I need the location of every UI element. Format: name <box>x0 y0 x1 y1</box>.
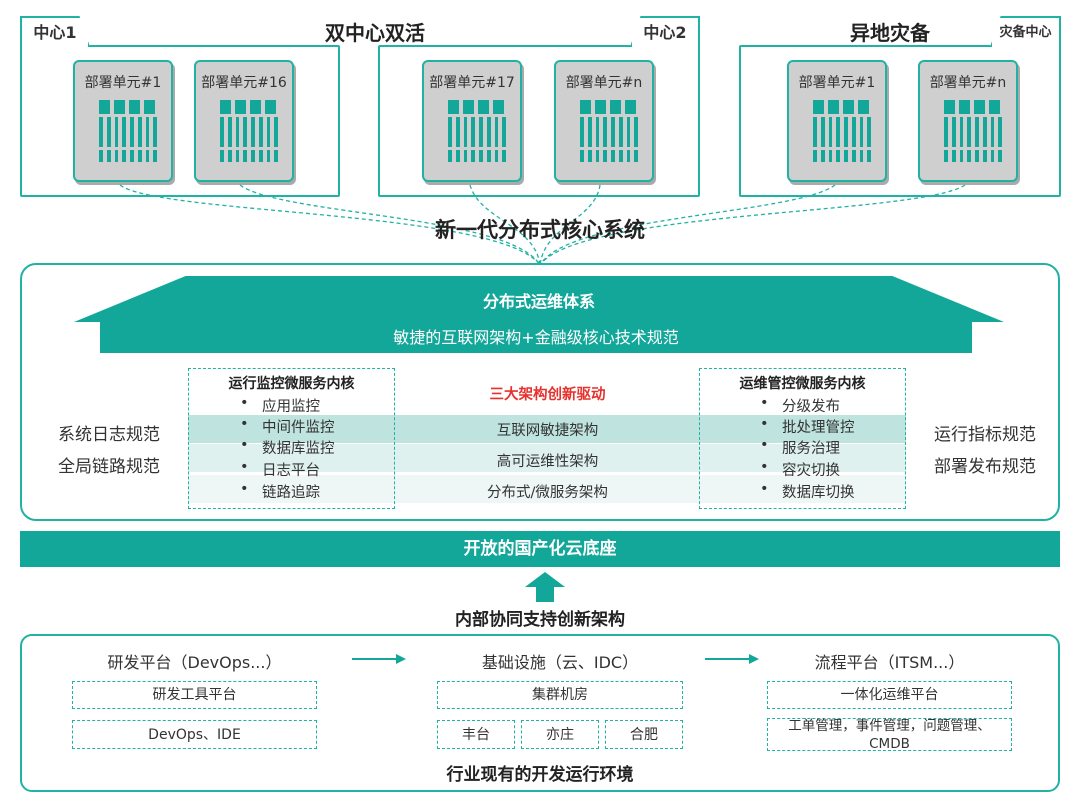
monitor-item: 数据库监控 <box>240 437 334 458</box>
control-item: 数据库切换 <box>760 481 854 502</box>
ticket-mgmt-box: 工单管理，事件管理，问题管理、CMDB <box>767 718 1012 752</box>
center1-tab: 中心1 <box>20 16 90 47</box>
arch-item: 互联网敏捷架构 <box>496 423 599 439</box>
itsm-head: 流程平台（ITSM...） <box>814 653 965 672</box>
control-microservice-title: 运维管控微服务内核 <box>739 376 866 392</box>
disaster-center-tab: 灾备中心 <box>990 16 1061 47</box>
center2-tab: 中心2 <box>630 16 700 47</box>
site-box: 亦庄 <box>521 720 599 749</box>
monitor-microservice-box <box>188 368 395 509</box>
deploy-unit: 部署单元#16 <box>194 60 294 182</box>
cloud-base-bar: 开放的国产化云底座 <box>20 531 1060 567</box>
rack-icon <box>813 100 871 165</box>
dual-active-title: 双中心双活 <box>325 21 425 45</box>
monitor-item: 链路追踪 <box>240 481 320 502</box>
rack-icon <box>99 100 157 165</box>
deploy-unit-label: 部署单元#n <box>565 75 643 91</box>
control-item: 容灾切换 <box>760 459 840 480</box>
env-footer-title: 行业现有的开发运行环境 <box>446 765 634 785</box>
rack-icon <box>944 100 1002 165</box>
ops-roof-title: 分布式运维体系 <box>482 292 595 311</box>
arch-item: 高可运维性架构 <box>496 454 599 470</box>
control-item: 批处理管控 <box>760 416 854 437</box>
deploy-unit: 部署单元#1 <box>73 60 173 182</box>
dev-tools-box: 研发工具平台 <box>72 681 317 709</box>
site-box: 丰台 <box>437 720 515 749</box>
ops-roof <box>74 276 1004 322</box>
left-spec: 系统日志规范 <box>58 425 160 445</box>
rack-icon <box>220 100 278 165</box>
deploy-unit: 部署单元#n <box>918 60 1018 182</box>
env-box <box>20 634 1060 792</box>
right-spec: 部署发布规范 <box>934 457 1036 477</box>
devops-ide-box: DevOps、IDE <box>72 720 317 749</box>
rack-icon <box>448 100 506 165</box>
disaster-title: 异地灾备 <box>850 21 930 45</box>
deploy-unit: 部署单元#17 <box>422 60 522 182</box>
deploy-unit-label: 部署单元#16 <box>201 75 287 91</box>
arrow-right-icon <box>352 654 406 664</box>
arrow-right-icon <box>705 654 759 664</box>
site-box: 合肥 <box>605 720 683 749</box>
deploy-unit-label: 部署单元#n <box>929 75 1007 91</box>
core-system-title: 新一代分布式核心系统 <box>435 218 645 242</box>
deploy-unit-label: 部署单元#1 <box>798 75 876 91</box>
right-spec: 运行指标规范 <box>934 425 1036 445</box>
monitor-item: 应用监控 <box>240 395 320 416</box>
control-microservice-box <box>699 368 906 509</box>
ops-platform-box: 一体化运维平台 <box>767 681 1012 709</box>
control-item: 分级发布 <box>760 395 840 416</box>
deploy-unit-label: 部署单元#1 <box>84 75 162 91</box>
arch-item: 分布式/微服务架构 <box>487 485 608 501</box>
inner-collab-title: 内部协同支持创新架构 <box>455 610 625 630</box>
innovation-title: 三大架构创新驱动 <box>489 387 606 403</box>
rack-icon <box>580 100 638 165</box>
monitor-microservice-title: 运行监控微服务内核 <box>228 376 355 392</box>
up-arrow-icon <box>525 572 565 602</box>
left-spec: 全局链路规范 <box>58 457 160 477</box>
devops-head: 研发平台（DevOps...） <box>107 653 282 672</box>
deploy-unit: 部署单元#n <box>554 60 654 182</box>
cluster-room-box: 集群机房 <box>437 681 683 709</box>
monitor-item: 中间件监控 <box>240 416 334 437</box>
deploy-unit: 部署单元#1 <box>787 60 887 182</box>
deploy-unit-label: 部署单元#17 <box>429 75 515 91</box>
ops-beam: 敏捷的互联网架构+金融级核心技术规范 <box>100 322 972 353</box>
infra-head: 基础设施（云、IDC） <box>481 653 639 672</box>
control-item: 服务治理 <box>760 437 840 458</box>
monitor-item: 日志平台 <box>240 459 320 480</box>
connection-lines <box>119 184 966 266</box>
